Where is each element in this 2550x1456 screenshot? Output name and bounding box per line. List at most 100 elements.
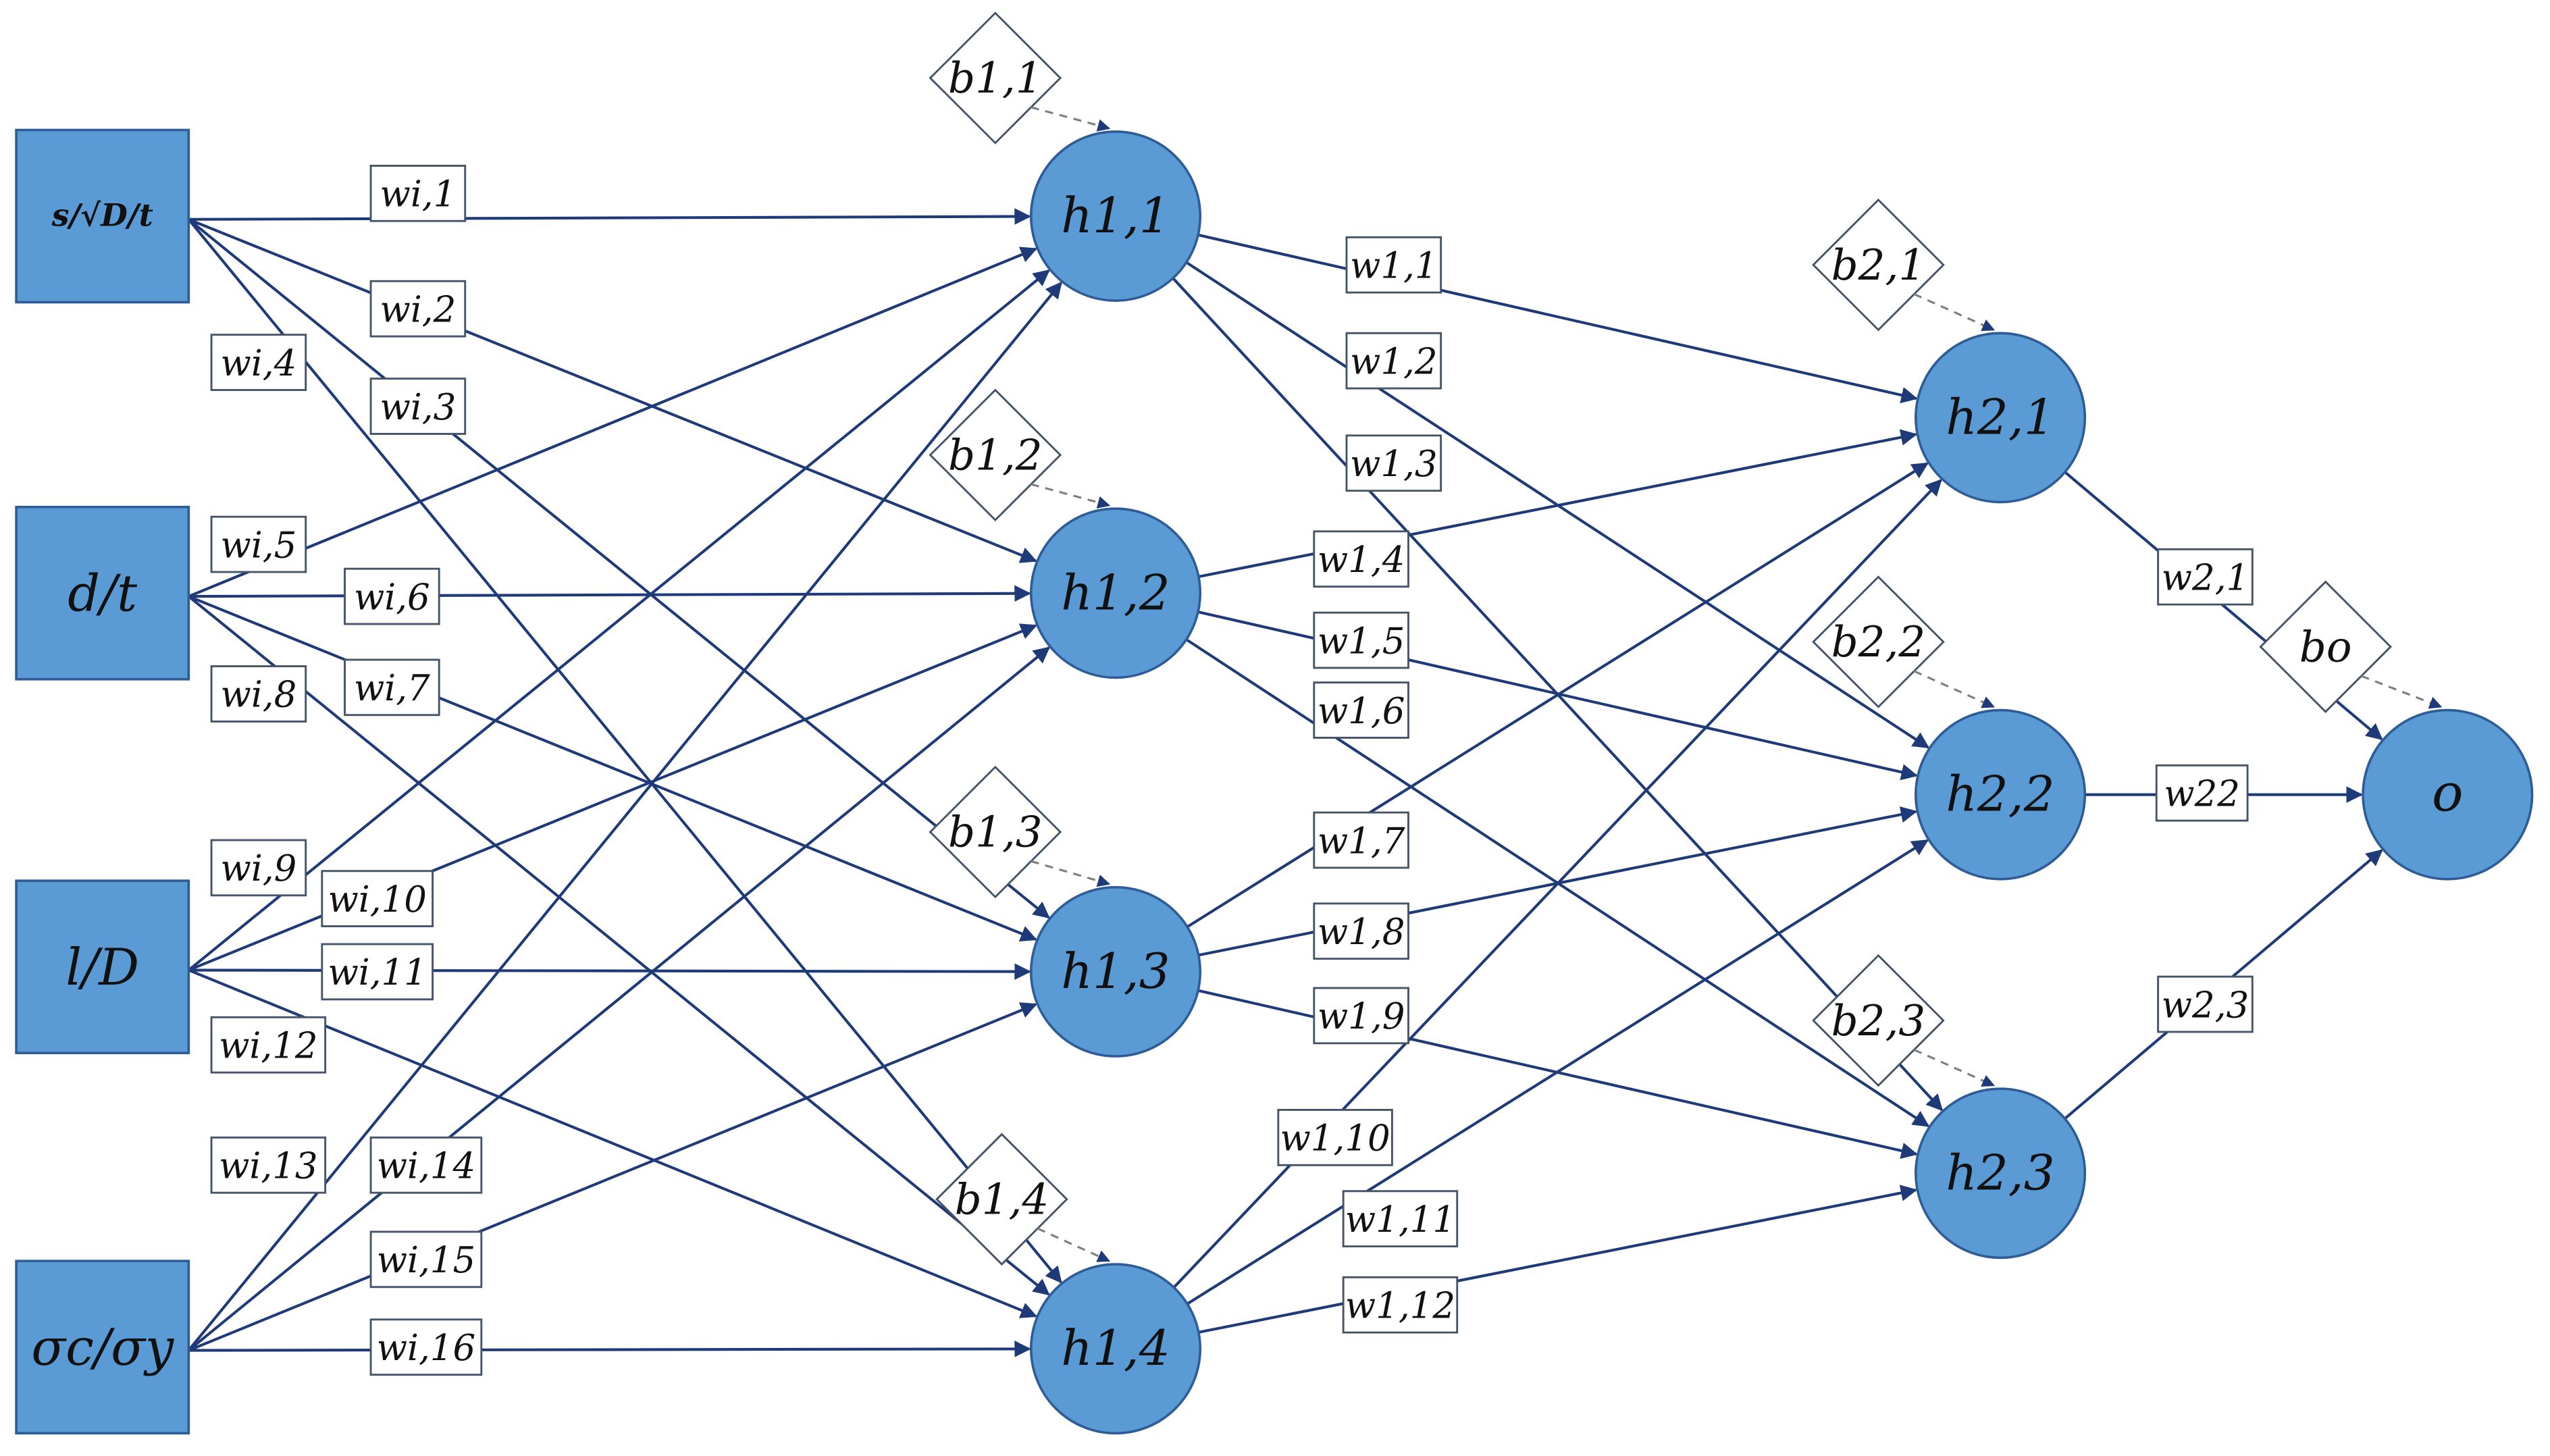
output-node (2362, 708, 2534, 881)
weight-h1-5: w1,5 (1313, 611, 1409, 669)
edge-input-4-to-h1-1 (187, 281, 1062, 1351)
weight-input-16-box (369, 1318, 483, 1376)
weight-h2-3: w2,3 (2157, 975, 2254, 1033)
weight-input-3-box (369, 378, 467, 435)
weight-h1-4-box (1313, 530, 1409, 588)
bias-h1-4: b1,4 (935, 1133, 1111, 1266)
hidden1-node-3-label: h1,3 (1061, 943, 1170, 1000)
weight-input-13-text: wi,13 (219, 1146, 317, 1187)
edge-input-3-to-h1-4 (188, 968, 1038, 1318)
weight-h1-2-box (1345, 332, 1442, 390)
edge-input-1-to-h1-3 (188, 218, 1050, 919)
input-node-2 (15, 505, 190, 681)
input-label-2: d/t (68, 565, 138, 623)
bias-output-arrow (2361, 675, 2443, 709)
weight-h1-3: w1,3 (1345, 434, 1442, 492)
weight-input-7: wi,7 (344, 658, 440, 717)
weight-h1-12: w1,12 (1342, 1276, 1459, 1334)
weight-h1-3-text: w1,3 (1350, 444, 1438, 485)
weight-input-16: wi,16 (369, 1318, 483, 1376)
edge-input-1-to-h1-2 (188, 217, 1037, 563)
edge-h1-4-to-h2-1 (1172, 479, 1942, 1289)
weight-h1-8: w1,8 (1313, 902, 1409, 960)
weight-input-4-box (210, 334, 307, 391)
weight-h1-5-box (1313, 611, 1409, 669)
weight-input-2-text: wi,2 (380, 289, 456, 330)
weight-h2-3-box (2157, 975, 2254, 1033)
bias-output-label: bo (2299, 622, 2352, 671)
weight-input-2: wi,2 (369, 280, 467, 338)
weight-h1-12-text: w1,12 (1345, 1285, 1455, 1326)
weight-input-16-text: wi,16 (377, 1328, 475, 1369)
weight-input-13: wi,13 (210, 1136, 327, 1194)
weight-input-6-text: wi,6 (354, 577, 430, 618)
bias-h1-1-arrow (1031, 106, 1111, 132)
edge-input-2-to-h1-1 (188, 246, 1038, 598)
weight-input-11-box (321, 943, 434, 1001)
weight-input-12-text: wi,12 (219, 1025, 317, 1066)
input-label-3: l/D (66, 938, 139, 997)
bias-h2-3-arrow (1913, 1049, 1996, 1087)
edge-h1-2-to-h2-1 (1198, 429, 1918, 578)
weight-input-14-box (369, 1136, 483, 1194)
bias-h1-4-arrow (1037, 1227, 1111, 1262)
weight-h1-6-text: w1,6 (1318, 691, 1405, 732)
bias-h1-4-label: b1,4 (955, 1174, 1049, 1224)
weight-input-9-text: wi,9 (220, 848, 296, 889)
bias-h2-2-label: b2,2 (1831, 617, 1926, 667)
bias-h1-3-shape (929, 765, 1062, 899)
weight-input-14-text: wi,14 (377, 1146, 475, 1187)
weight-input-6: wi,6 (344, 567, 440, 625)
weight-h1-3-box (1345, 434, 1442, 492)
edge-input-3-to-h1-2 (188, 623, 1038, 972)
weight-h2-2-text: w22 (2164, 774, 2240, 815)
edge-h1-4-to-h2-2 (1187, 839, 1929, 1305)
hidden2-node-1 (1915, 332, 2087, 504)
weight-h2-1-text: w2,1 (2162, 557, 2249, 598)
weight-h2-1: w2,1 (2157, 548, 2254, 606)
input-label-4: σc/σy (31, 1318, 174, 1377)
bias-h2-2: b2,2 (1812, 575, 1996, 708)
weight-input-15: wi,15 (369, 1230, 483, 1289)
edge-h1-3-to-h2-1 (1187, 462, 1929, 929)
weight-h1-11: w1,11 (1342, 1190, 1459, 1248)
weight-input-10-box (321, 870, 434, 928)
input-node-3 (15, 879, 190, 1055)
weight-input-10: wi,10 (321, 870, 434, 928)
bias-h1-3-label: b1,3 (948, 808, 1043, 857)
weight-h2-2: w22 (2155, 764, 2249, 822)
weight-h1-9-box (1313, 987, 1409, 1045)
weight-h1-4: w1,4 (1313, 530, 1409, 588)
weight-input-5-text: wi,5 (220, 525, 296, 566)
edge-h1-1-to-h2-1 (1197, 233, 1918, 404)
bias-h1-1-shape (929, 11, 1062, 145)
bias-h1-3: b1,3 (929, 765, 1111, 899)
hidden1-node-2 (1029, 507, 1202, 679)
weight-input-15-text: wi,15 (377, 1240, 475, 1281)
hidden1-node-4-label: h1,4 (1061, 1320, 1170, 1377)
weight-h1-2: w1,2 (1345, 332, 1442, 390)
weight-h1-7-box (1313, 811, 1409, 869)
weight-input-12-box (210, 1016, 327, 1074)
weight-h1-6: w1,6 (1313, 681, 1409, 739)
edge-input-4-to-h1-4 (188, 1341, 1031, 1357)
bias-h2-2-arrow (1913, 670, 1996, 708)
bias-output: bo (2259, 580, 2443, 713)
weight-h1-10: w1,10 (1277, 1109, 1393, 1166)
edge-input-1-to-h1-1 (188, 208, 1031, 225)
bias-h2-1-arrow (1913, 293, 1996, 332)
edge-input-3-to-h1-3 (188, 963, 1031, 980)
edge-input-2-to-h1-2 (188, 585, 1031, 602)
bias-h1-1-label: b1,1 (948, 53, 1043, 103)
hidden2-node-2 (1915, 708, 2087, 881)
weight-input-15-box (369, 1230, 483, 1289)
hidden1-node-3 (1029, 886, 1202, 1058)
weight-h1-1: w1,1 (1345, 236, 1442, 294)
weight-h1-11-text: w1,11 (1345, 1199, 1455, 1241)
hidden1-node-4 (1029, 1263, 1202, 1435)
weight-input-9: wi,9 (210, 839, 307, 897)
weight-h1-7-text: w1,7 (1318, 821, 1405, 862)
weight-input-2-box (369, 280, 467, 338)
weight-input-8-box (210, 665, 307, 723)
